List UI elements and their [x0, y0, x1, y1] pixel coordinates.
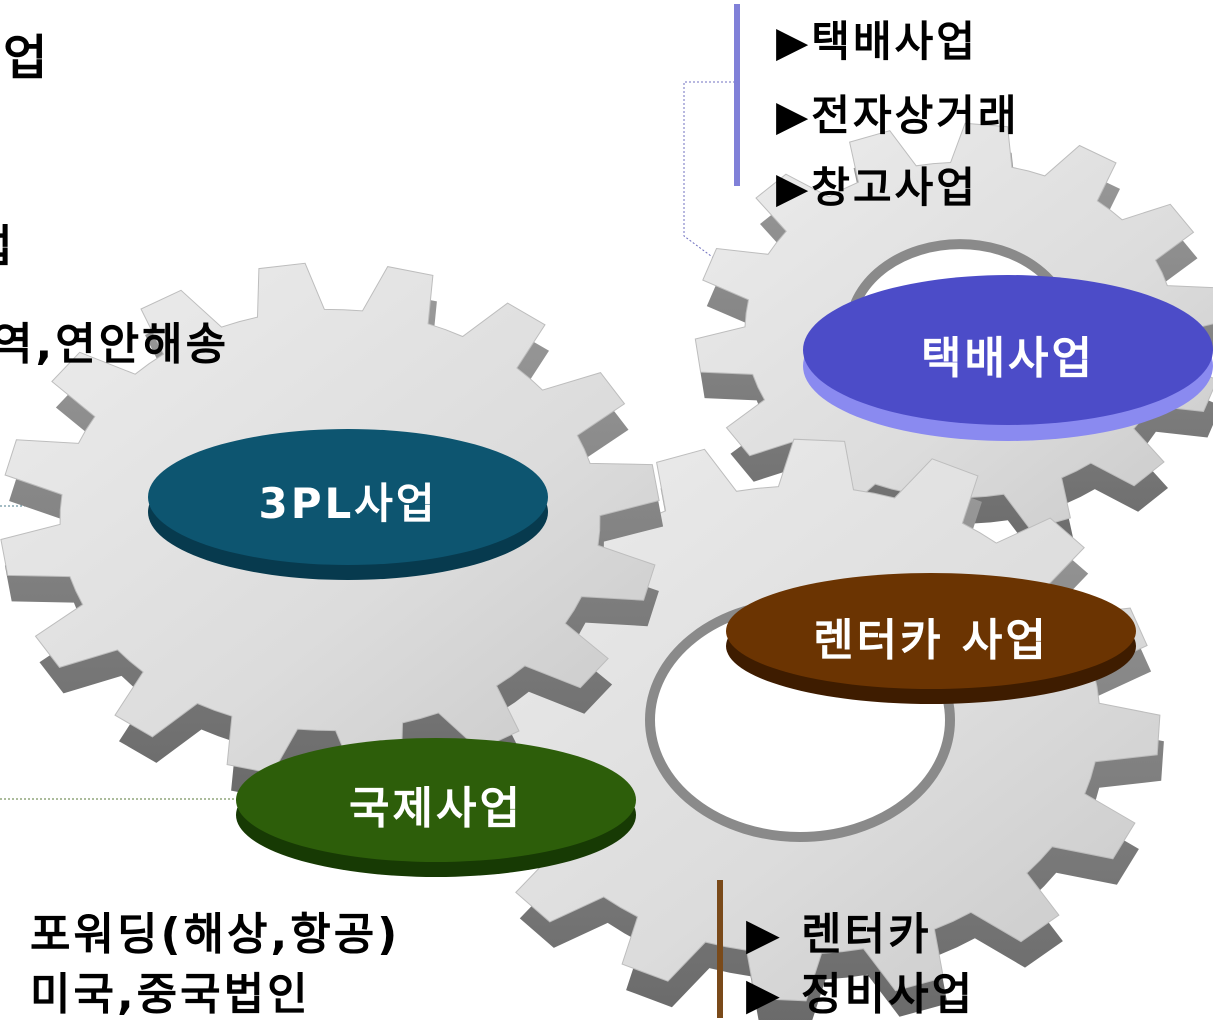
top-right-divider	[734, 4, 740, 186]
pill-rentacar-label: 렌터카 사업	[813, 615, 1049, 666]
top-right-item-1: ▶택배사업	[776, 17, 978, 66]
bottom-right-divider	[717, 880, 723, 1018]
pill-international-label: 국제사업	[349, 783, 523, 834]
bottom-left-item-2: 미국,중국법인	[30, 969, 311, 1020]
top-right-item-3: ▶창고사업	[776, 163, 978, 212]
left-partial-line1: 사업	[0, 30, 51, 86]
bottom-left-item-1: 포워딩(해상,항공)	[30, 909, 401, 960]
pill-3pl-label: 3PL사업	[258, 479, 438, 528]
left-partial-line2: 업	[0, 210, 15, 274]
pill-taekbae[interactable]	[803, 275, 1213, 441]
pill-taekbae-label: 택배사업	[921, 333, 1095, 384]
left-partial-line3: 역,연안해송	[0, 319, 230, 370]
bottom-right-item-1: ▶ 렌터카	[746, 909, 932, 960]
pill-3pl[interactable]	[148, 429, 548, 580]
top-right-item-2: ▶전자상거래	[776, 91, 1020, 140]
gears	[0, 122, 1213, 1020]
pill-rentacar[interactable]	[726, 573, 1136, 704]
pill-international[interactable]	[236, 738, 636, 877]
bottom-right-item-2: ▶ 정비사업	[746, 969, 976, 1020]
